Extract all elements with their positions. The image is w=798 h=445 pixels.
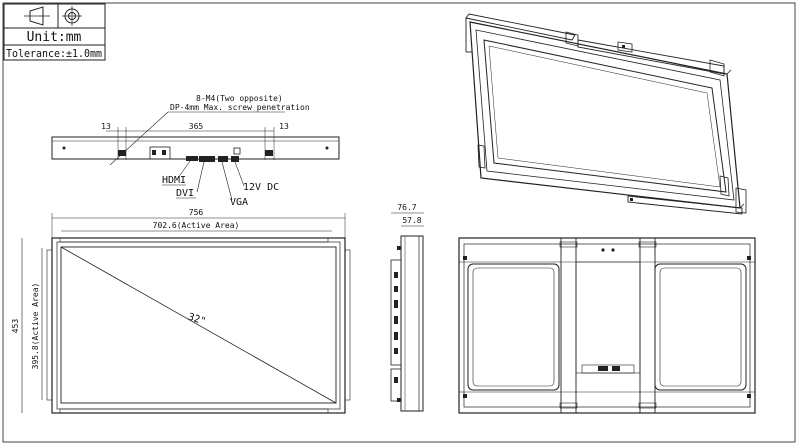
hdmi-label: HDMI [162,175,186,186]
projection-symbol-box [3,3,106,29]
rear-view [458,237,756,414]
mounting-note-line2: DP-4mm Max. screw penetration [170,103,310,112]
isometric-top-bracket [465,13,576,41]
dim-right: 13 [279,122,289,131]
tolerance-label: Tolerance:±1.0mm [6,47,102,60]
unit-label: Unit:mm [27,30,82,45]
title-block: Unit:mm Tolerance:±1.0mm [3,3,106,61]
isometric-bottom-bracket [627,195,743,215]
diagonal-label: 32" [186,312,207,328]
tolerance-box [3,44,106,61]
dim-active-height: 395.8(Active Area) [31,283,40,370]
dim-active-width: 702.6(Active Area) [153,221,240,230]
diagonal-line [60,246,337,404]
front-view: 756 702.6(Active Area) 453 395.8(Active … [11,208,351,414]
rear-bracket-right [639,237,656,414]
isometric-screen [483,39,727,193]
rear-panel-left [467,263,560,391]
dim-left: 13 [101,122,111,131]
side-view-body [400,235,424,412]
dc-label: 12V DC [243,182,279,193]
dim-depth: 76.7 [397,203,416,212]
rear-panel-right [654,263,747,391]
dvi-label: DVI [176,188,194,199]
top-view: 8-M4(Two opposite) DP-4mm Max. screw pen… [51,94,340,208]
rear-view-frame [458,237,756,414]
dim-overall-height: 453 [11,319,20,334]
isometric-view [465,13,747,215]
isometric-frame-outer [469,21,741,209]
rear-bracket-left [560,237,577,414]
side-view: 76.7 57.8 [390,203,424,412]
third-angle-projection-icon [24,6,82,26]
dim-inner-depth: 57.8 [402,216,421,225]
top-view-body [51,136,340,160]
dim-center: 365 [189,122,204,131]
vga-label: VGA [230,197,248,208]
mounting-note-line1: 8-M4(Two opposite) [196,94,283,103]
dim-overall-width: 756 [189,208,204,217]
